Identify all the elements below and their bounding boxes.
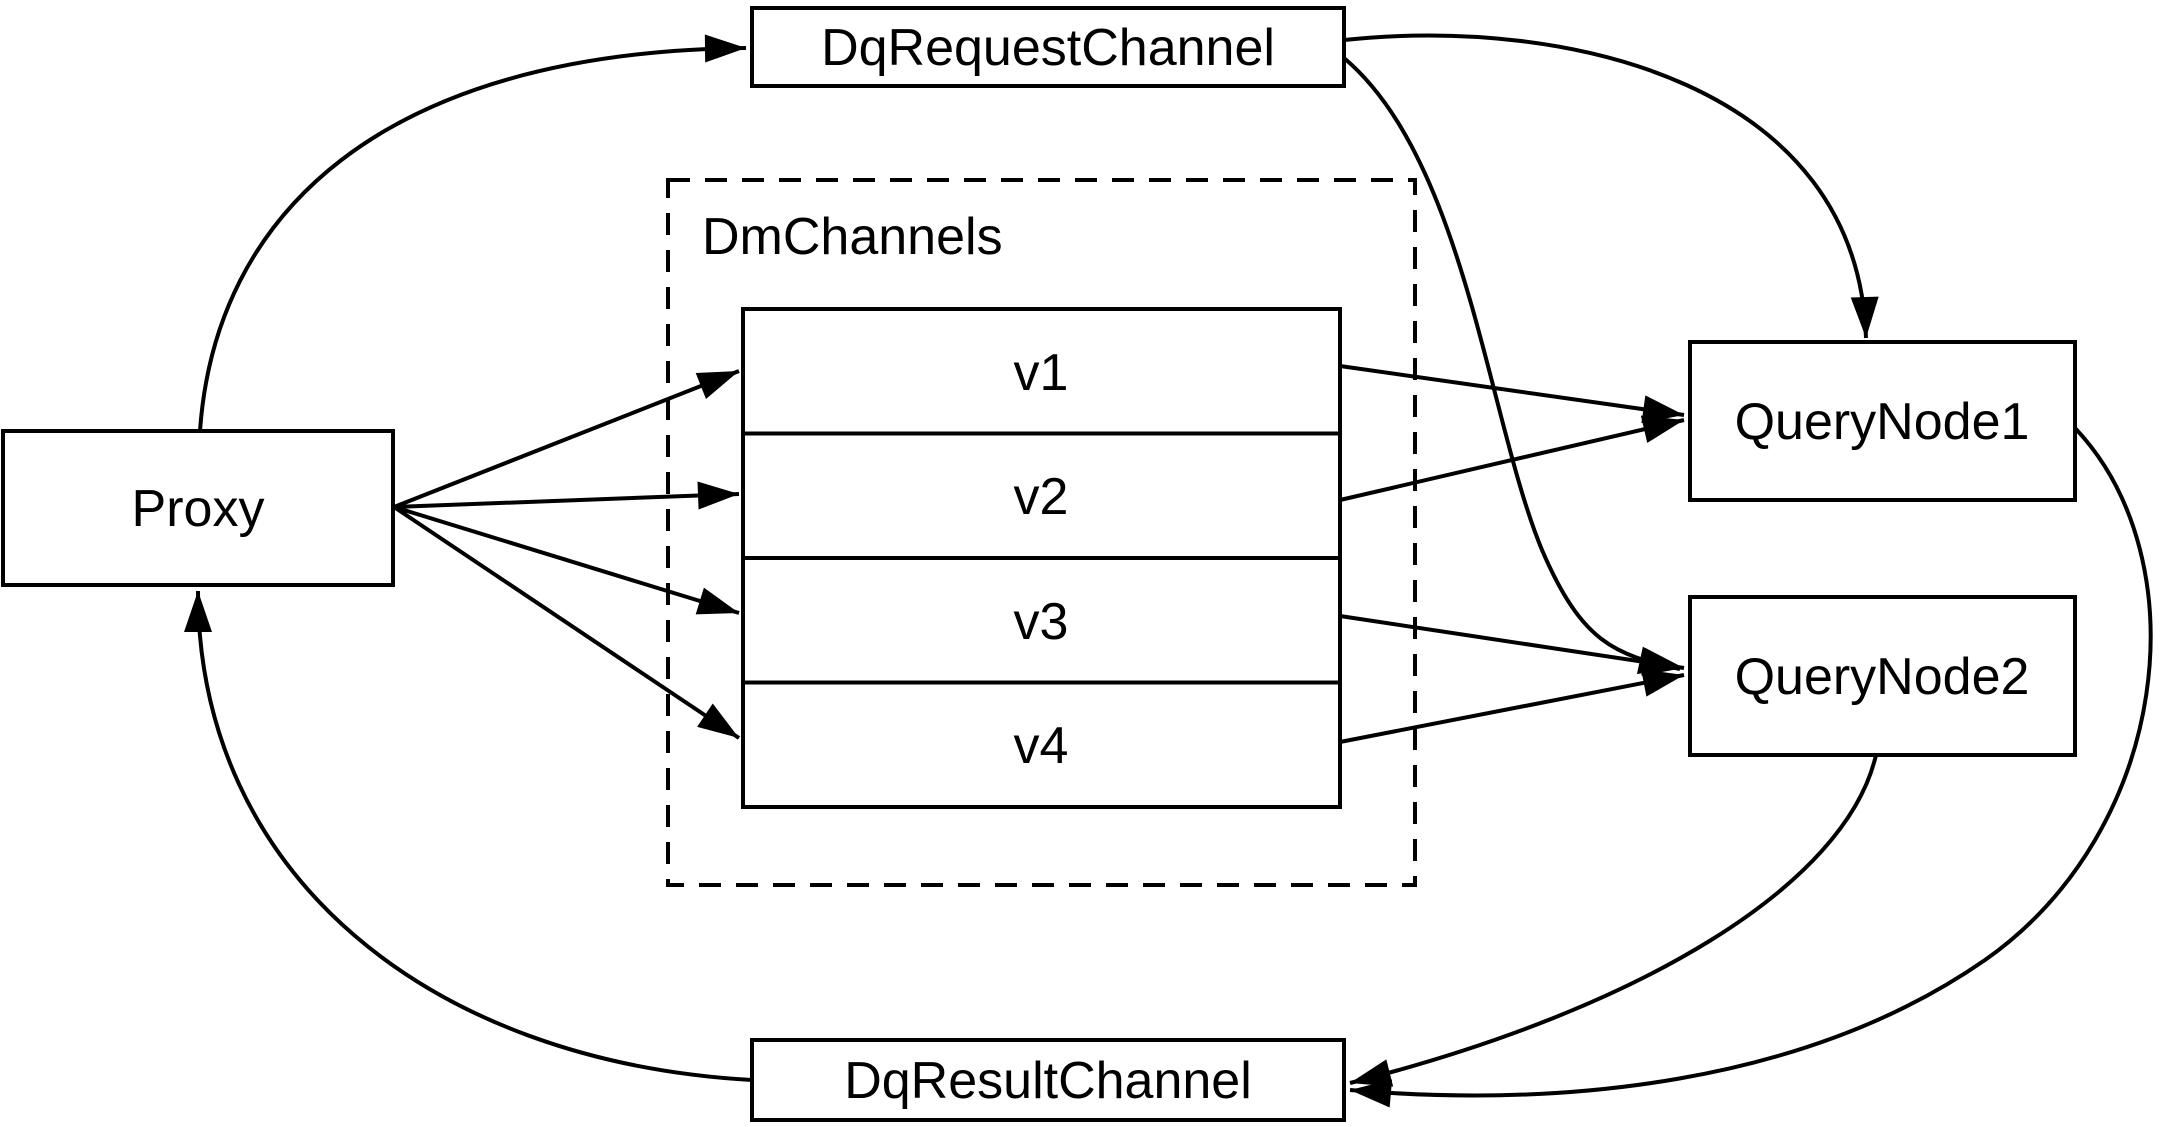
edge-dqrequestchannel-to-querynode1 xyxy=(1343,33,1879,339)
dq-request-channel-label: DqRequestChannel xyxy=(821,19,1275,77)
node-query-node1: QueryNode1 xyxy=(1688,340,2077,502)
query-node2-label: QueryNode2 xyxy=(1735,648,2030,706)
edge-v1-to-querynode1 xyxy=(1339,364,1685,424)
node-dq-request-channel: DqRequestChannel xyxy=(750,6,1346,88)
node-channel-stack: v1 v2 v3 v4 xyxy=(741,307,1342,809)
query-node2-box xyxy=(1688,595,2077,757)
node-dq-result-channel: DqResultChannel xyxy=(750,1038,1346,1122)
dq-result-channel-label: DqResultChannel xyxy=(844,1052,1252,1110)
dm-channels-dashed-box xyxy=(666,178,1417,887)
edge-querynode2-to-dqresultchannel xyxy=(1349,754,1878,1087)
edge-proxy-to-v2 xyxy=(393,481,740,510)
proxy-label: Proxy xyxy=(132,480,265,538)
edge-proxy-to-v1 xyxy=(393,369,740,509)
channel-v1-label: v1 xyxy=(1014,344,1069,402)
edge-proxy-to-dqrequestchannel xyxy=(198,34,747,432)
channel-v4-label: v4 xyxy=(1014,717,1069,775)
dm-channels-label: DmChannels xyxy=(702,208,1003,266)
dq-result-channel-box xyxy=(750,1038,1346,1122)
edge-dqresultchannel-to-proxy xyxy=(184,590,753,1082)
edges xyxy=(184,33,2153,1108)
query-node1-label: QueryNode1 xyxy=(1735,393,2030,451)
edge-v3-to-querynode2 xyxy=(1339,614,1685,676)
edge-proxy-to-v3 xyxy=(393,505,740,615)
edge-proxy-to-v4 xyxy=(392,505,741,740)
edge-v4-to-querynode2 xyxy=(1339,669,1685,744)
node-query-node2: QueryNode2 xyxy=(1688,595,2077,757)
channel-v3-label: v3 xyxy=(1014,593,1069,651)
edge-querynode1-to-dqresultchannel xyxy=(1349,426,2153,1108)
proxy-box xyxy=(1,429,395,587)
dq-request-channel-box xyxy=(750,6,1346,88)
edge-dqrequestchannel-to-querynode2 xyxy=(1342,56,1681,675)
node-proxy: Proxy xyxy=(1,429,395,587)
channel-v2-label: v2 xyxy=(1014,468,1069,526)
query-node1-box xyxy=(1688,340,2077,502)
node-dm-channels-group: DmChannels xyxy=(666,178,1417,887)
